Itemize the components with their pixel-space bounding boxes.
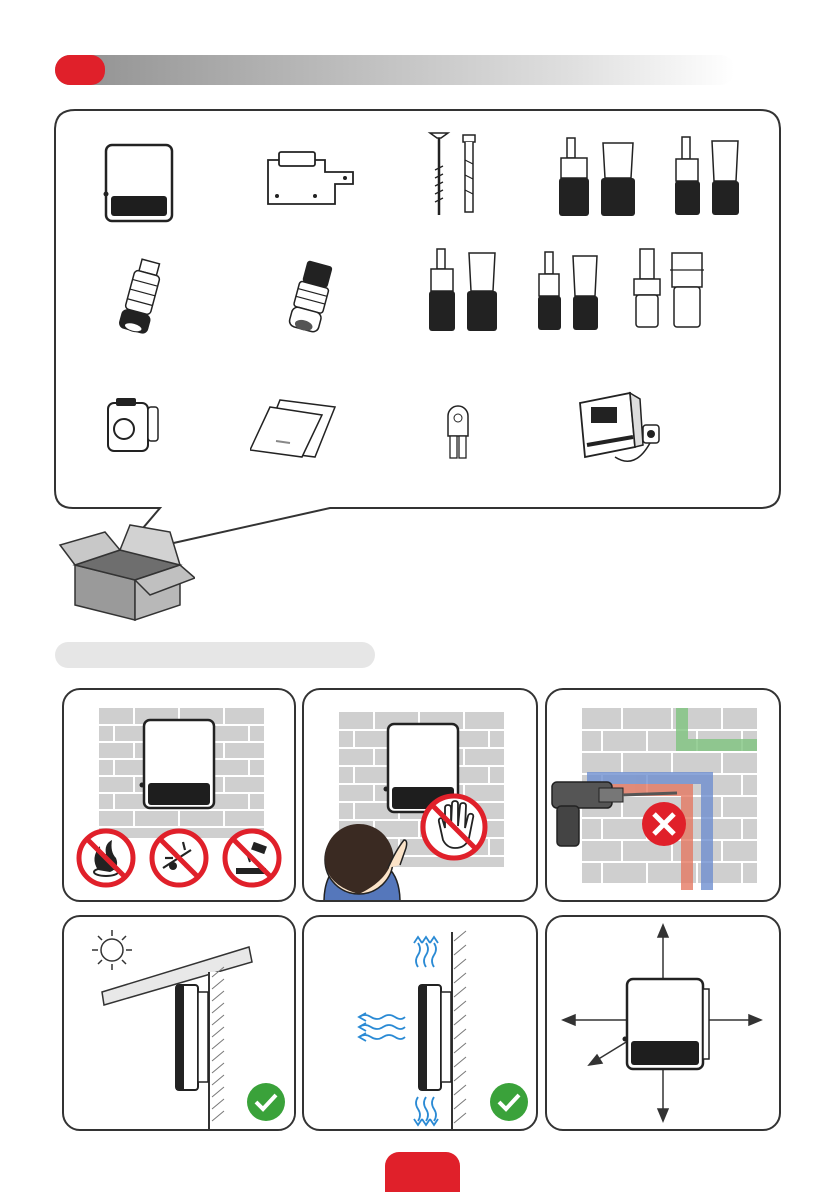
terminal-pair-icon bbox=[630, 245, 715, 333]
keep-away-from-children-panel bbox=[302, 688, 538, 902]
expansion-screw-icon bbox=[425, 130, 485, 220]
install-under-shelter-panel bbox=[62, 915, 296, 1131]
ensure-ventilation-panel bbox=[302, 915, 538, 1131]
communication-connector-icon bbox=[280, 258, 340, 338]
no-flammable-explosive-corrosive-panel bbox=[62, 688, 296, 902]
sun-icon bbox=[92, 930, 132, 970]
manual-documents-icon bbox=[250, 395, 340, 460]
installation-clearance-panel bbox=[545, 915, 781, 1131]
inverter-icon bbox=[623, 979, 710, 1069]
pv-connector-pair-small-icon bbox=[672, 135, 747, 217]
no-explosion-icon bbox=[149, 828, 209, 888]
package-box-icon bbox=[55, 520, 195, 630]
page-number-tab bbox=[385, 1152, 460, 1192]
cross-icon bbox=[642, 802, 686, 846]
check-icon bbox=[489, 1082, 529, 1122]
no-touch-icon bbox=[419, 792, 489, 862]
inverter-side-icon bbox=[176, 985, 208, 1090]
section-header-bar bbox=[55, 642, 375, 668]
wall-hatch bbox=[452, 931, 466, 1129]
avoid-pipes-when-drilling-panel bbox=[545, 688, 781, 902]
ac-connector-icon bbox=[110, 258, 170, 338]
no-fire-icon bbox=[76, 828, 136, 888]
inverter-icon bbox=[103, 142, 175, 224]
inverter-side-icon bbox=[419, 985, 451, 1090]
ot-terminal-icon bbox=[440, 400, 476, 462]
brick-wall bbox=[547, 690, 779, 900]
no-corrosive-icon bbox=[222, 828, 282, 888]
inverter-icon bbox=[140, 720, 215, 808]
wifi-dongle-icon bbox=[100, 395, 160, 457]
battery-connector-pair-icon bbox=[425, 245, 505, 335]
smart-meter-icon bbox=[575, 385, 675, 475]
dc-connector-pair-icon bbox=[535, 250, 605, 332]
check-icon bbox=[246, 1082, 286, 1122]
pv-connector-pair-icon bbox=[555, 133, 645, 218]
wall-bracket-icon bbox=[265, 150, 357, 208]
